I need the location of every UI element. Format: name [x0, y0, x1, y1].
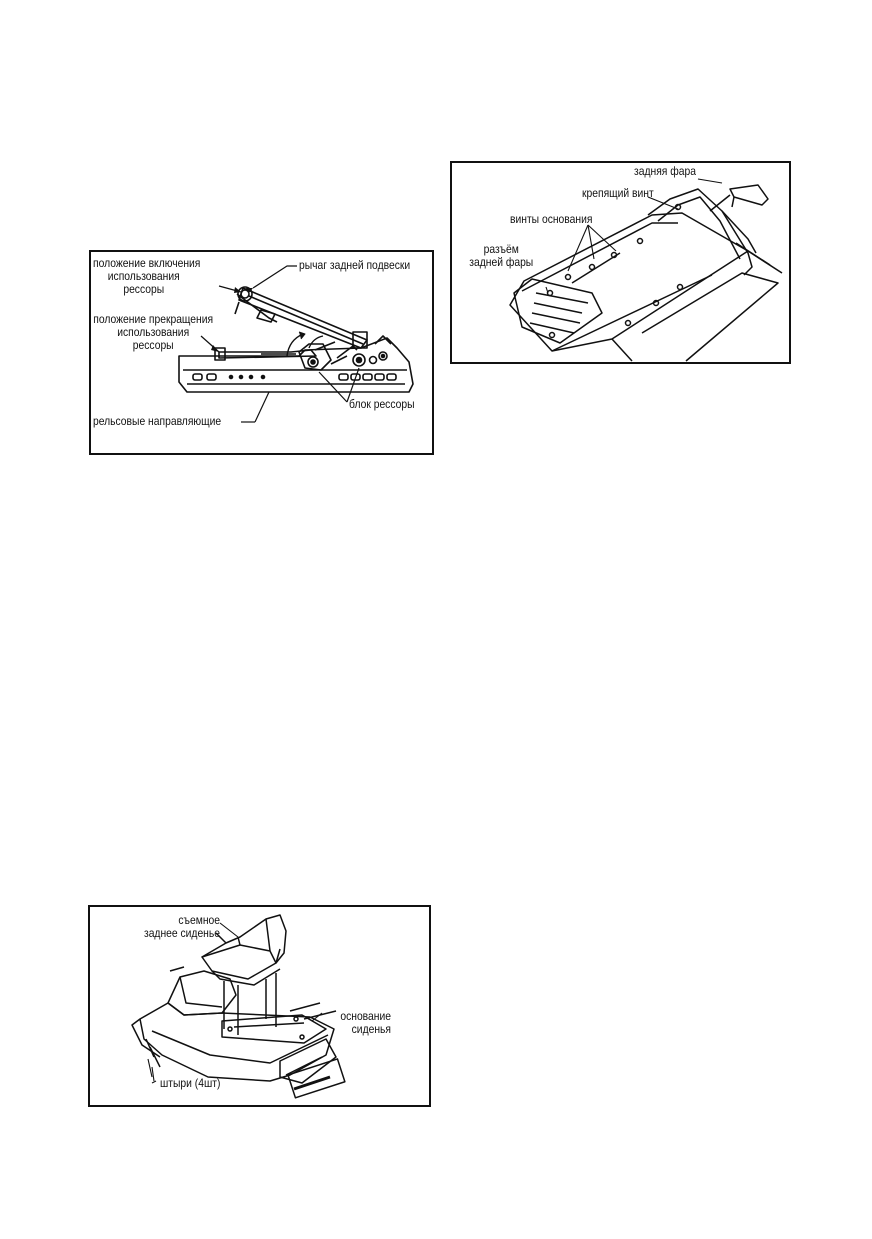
label-taillight-connector: разъём задней фары: [469, 242, 534, 269]
label-rails: рельсовые направляющие: [93, 414, 222, 428]
taillight-drawing: [509, 178, 783, 362]
seat-drawing: [131, 914, 346, 1099]
label-taillight: задняя фара: [634, 164, 696, 178]
label-pins: штыри (4шт): [160, 1076, 221, 1090]
label-spring-block: блок рессоры: [349, 397, 415, 411]
label-suspension-lever: рычаг задней подвески: [299, 258, 411, 272]
suspension-figure: положение включения использования рессор…: [89, 250, 434, 455]
seat-figure: съемное заднее сиденье основание сиденья…: [88, 905, 431, 1107]
label-seat-base: основание сиденья: [340, 1009, 391, 1036]
label-fixing-screw: крепящий винт: [582, 186, 654, 200]
label-removable-seat: съемное заднее сиденье: [143, 913, 220, 940]
label-engage-position: положение включения использования рессор…: [93, 256, 201, 296]
taillight-figure: задняя фара крепящий винт винты основани…: [450, 161, 791, 364]
label-disengage-position: положение прекращения использования ресс…: [93, 312, 214, 352]
suspension-drawing: [178, 265, 414, 423]
label-base-screws: винты основания: [510, 212, 593, 226]
